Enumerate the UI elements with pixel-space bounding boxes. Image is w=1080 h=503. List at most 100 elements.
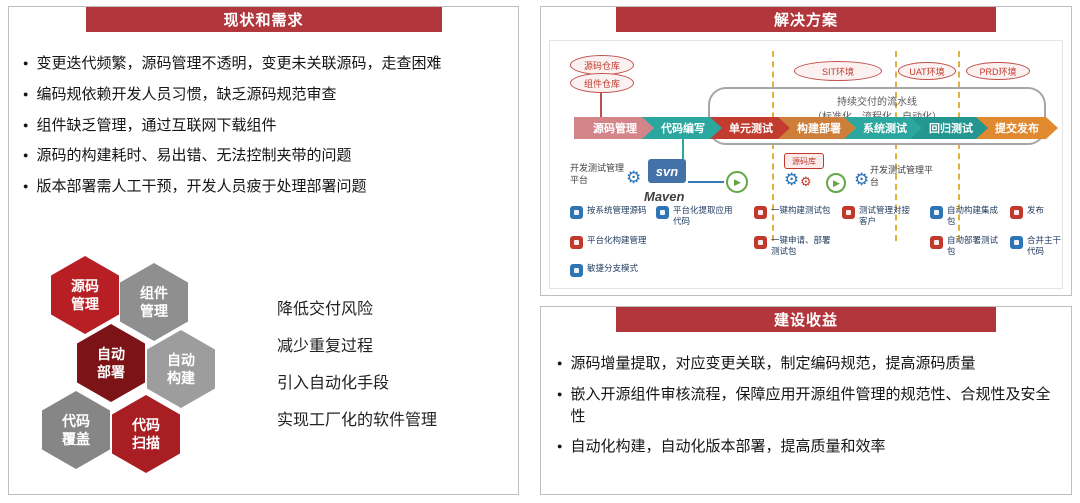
zone-divider-line xyxy=(895,51,897,241)
sit-env-label: SIT环境 xyxy=(821,66,854,77)
goal-item: 降低交付风险 xyxy=(277,301,374,318)
hex-source-management: 源码管理 xyxy=(51,256,119,334)
feature-icon xyxy=(570,206,583,219)
solution-diagram: 源码仓库 组件仓库 SIT环境 UAT环境 PRD环境 持续交付的流水线 （标准… xyxy=(549,40,1063,289)
hex-auto-deploy: 自动部署 xyxy=(77,324,145,402)
svn-label: svn xyxy=(655,163,679,179)
benefits-panel: 建设收益 源码增量提取，对应变更关联，制定编码规范，提高源码质量 嵌入开源组件审… xyxy=(540,306,1072,495)
uat-env-label: UAT环境 xyxy=(909,66,945,77)
feature-icon xyxy=(842,206,855,219)
goal-item: 减少重复过程 xyxy=(277,338,374,355)
source-repo-label: 源码仓库 xyxy=(583,60,620,71)
feature-item: 平台化提取应用代码 xyxy=(656,205,734,226)
feature-item: 按系统管理源码 xyxy=(570,205,654,219)
gear-icon xyxy=(854,171,869,188)
source-repo-tag-label: 源码库 xyxy=(792,156,816,166)
feature-label: 一键构建测试包 xyxy=(771,205,831,215)
stage-label: 代码编写 xyxy=(661,123,705,135)
bullet-item: 自动化构建，自动化版本部署，提高质量和效率 xyxy=(557,436,1057,458)
maven-logo: Maven xyxy=(644,189,685,204)
gear-icon xyxy=(784,171,799,188)
feature-label: 一键申请、部署测试包 xyxy=(771,235,831,256)
current-status-title: 现状和需求 xyxy=(85,7,442,32)
sit-env-ellipse: SIT环境 xyxy=(794,61,882,81)
gear-icon xyxy=(626,169,641,186)
connector-line xyxy=(682,139,684,159)
stage-release: 提交发布 xyxy=(976,117,1058,139)
feature-item: 合并主干代码 xyxy=(1010,235,1062,256)
hex-code-coverage: 代码覆盖 xyxy=(42,391,110,469)
status-bullet-list: 变更迭代频繁，源码管理不透明，变更未关联源码，走查困难 编码规依赖开发人员习惯，… xyxy=(23,53,509,207)
benefits-title: 建设收益 xyxy=(616,307,996,332)
benefit-bullet-list: 源码增量提取，对应变更关联，制定编码规范，提高源码质量 嵌入开源组件审核流程，保… xyxy=(557,353,1057,467)
bullet-item: 编码规依赖开发人员习惯，缺乏源码规范审查 xyxy=(23,84,509,106)
component-repo-label: 组件仓库 xyxy=(583,78,620,89)
bullet-text: 版本部署需人工干预，开发人员疲于处理部署问题 xyxy=(36,178,367,195)
hex-label: 自动构建 xyxy=(166,351,195,386)
feature-label: 发布 xyxy=(1027,205,1045,215)
hex-component-management: 组件管理 xyxy=(120,263,188,341)
feature-label: 合并主干代码 xyxy=(1027,235,1062,256)
uat-env-ellipse: UAT环境 xyxy=(898,62,956,80)
feature-item: 测试管理对接客户 xyxy=(842,205,918,226)
hex-label: 代码覆盖 xyxy=(61,412,90,447)
feature-icon xyxy=(656,206,669,219)
dev-test-platform-left-label: 开发测试管理平台 xyxy=(570,163,625,185)
feature-icon xyxy=(754,206,767,219)
feature-item: 一键申请、部署测试包 xyxy=(754,235,834,256)
feature-label: 敏捷分支模式 xyxy=(587,263,639,273)
dev-test-platform-right-label: 开发测试管理平台 xyxy=(870,165,934,187)
stage-label: 单元测试 xyxy=(729,123,773,135)
stage-build-deploy: 构建部署 xyxy=(778,117,860,139)
svn-logo: svn xyxy=(648,159,686,183)
stage-label: 构建部署 xyxy=(797,123,841,135)
bullet-item: 源码增量提取，对应变更关联，制定编码规范，提高源码质量 xyxy=(557,353,1057,375)
source-repo-tag: 源码库 xyxy=(784,153,824,169)
stage-regression-test: 回归测试 xyxy=(910,117,992,139)
solution-title: 解决方案 xyxy=(616,7,996,32)
stage-coding: 代码编写 xyxy=(642,117,724,139)
goal-item: 实现工厂化的软件管理 xyxy=(277,412,438,429)
prd-env-label: PRD环境 xyxy=(979,66,1017,77)
bullet-item: 源码的构建耗时、易出错、无法控制夹带的问题 xyxy=(23,145,509,167)
feature-icon xyxy=(570,236,583,249)
bullet-text: 自动化构建，自动化版本部署，提高质量和效率 xyxy=(570,438,886,456)
bullet-text: 源码增量提取，对应变更关联，制定编码规范，提高源码质量 xyxy=(570,355,976,372)
feature-icon xyxy=(1010,206,1023,219)
gear-icon xyxy=(800,175,812,188)
current-status-panel: 现状和需求 变更迭代频繁，源码管理不透明，变更未关联源码，走查困难 编码规依赖开… xyxy=(8,6,519,495)
hex-label: 源码管理 xyxy=(70,277,99,312)
bullet-item: 组件缺乏管理，通过互联网下载组件 xyxy=(23,115,509,137)
bullet-item: 嵌入开源组件审核流程，保障应用开源组件管理的规范性、合规性及安全性 xyxy=(557,384,1057,428)
feature-icon xyxy=(930,206,943,219)
feature-label: 自动构建集成包 xyxy=(947,205,999,226)
zone-divider-line xyxy=(958,51,960,241)
stage-label: 源码管理 xyxy=(593,123,637,135)
feature-item: 自动构建集成包 xyxy=(930,205,1006,226)
zone-divider-line xyxy=(772,51,774,241)
bullet-text: 编码规依赖开发人员习惯，缺乏源码规范审查 xyxy=(36,85,337,103)
bullet-item: 变更迭代频繁，源码管理不透明，变更未关联源码，走查困难 xyxy=(23,53,509,75)
goal-item: 引入自动化手段 xyxy=(277,375,390,392)
feature-label: 平台化构建管理 xyxy=(587,235,647,245)
feature-icon xyxy=(930,236,943,249)
bullet-text: 变更迭代频繁，源码管理不透明，变更未关联源码，走查困难 xyxy=(36,55,442,72)
stage-label: 回归测试 xyxy=(929,123,973,135)
feature-icon xyxy=(570,264,583,277)
connector-line xyxy=(600,93,602,117)
bullet-text: 组件缺乏管理，通过互联网下载组件 xyxy=(36,116,277,134)
hex-code-scan: 代码扫描 xyxy=(112,395,180,473)
feature-label: 自动部署测试包 xyxy=(947,235,999,256)
solution-panel: 解决方案 源码仓库 组件仓库 SIT环境 UAT环境 PRD环境 持续交付的流水… xyxy=(540,6,1072,296)
prd-env-ellipse: PRD环境 xyxy=(966,62,1030,80)
feature-item: 敏捷分支模式 xyxy=(570,263,654,277)
feature-icon xyxy=(1010,236,1023,249)
source-repo-ellipse: 源码仓库 xyxy=(570,55,634,75)
stage-system-test: 系统测试 xyxy=(844,117,926,139)
stage-source-management: 源码管理 xyxy=(574,117,656,139)
feature-item: 自动部署测试包 xyxy=(930,235,1006,256)
play-icon xyxy=(826,173,846,193)
bullet-item: 版本部署需人工干预，开发人员疲于处理部署问题 xyxy=(23,176,509,198)
bullet-text: 嵌入开源组件审核流程，保障应用开源组件管理的规范性、合规性及安全性 xyxy=(570,385,1051,425)
feature-icon xyxy=(754,236,767,249)
